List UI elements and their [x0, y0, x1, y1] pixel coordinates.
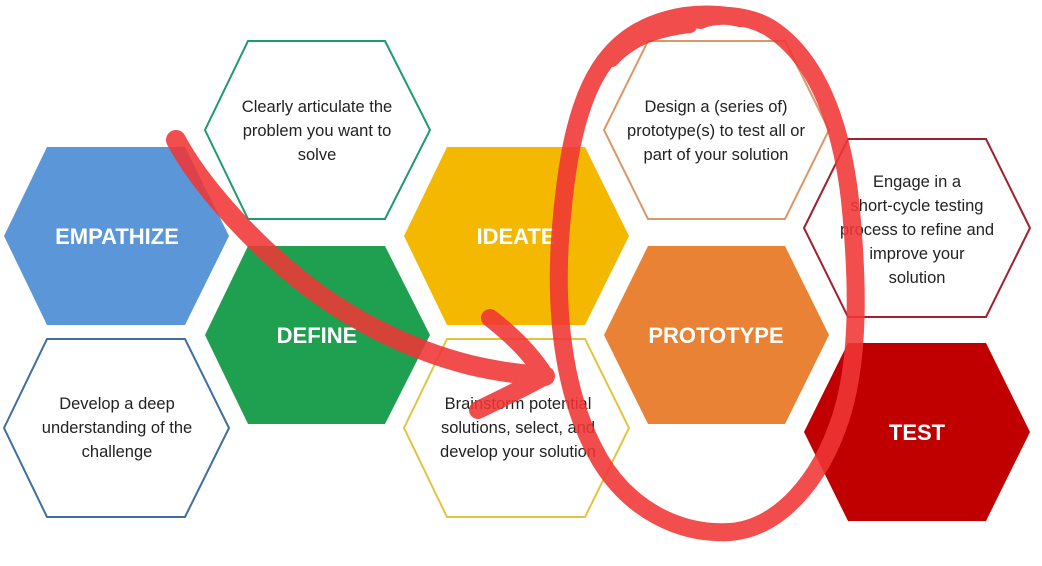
test-label: TEST: [889, 420, 946, 445]
define-description: Clearly articulate the problem you want …: [241, 98, 393, 164]
ideate-label: IDEATE: [476, 224, 555, 249]
ideate-description: Brainstorm potential solutions, select, …: [440, 395, 596, 461]
define-label: DEFINE: [277, 323, 358, 348]
prototype-label: PROTOTYPE: [648, 323, 783, 348]
prototype-description: Design a (series of) prototype(s) to tes…: [627, 98, 805, 164]
test-description: Engage in a short-cycle testing process …: [839, 173, 995, 287]
empathize-label: EMPATHIZE: [55, 224, 179, 249]
empathize-description: Develop a deep understanding of the chal…: [41, 395, 193, 461]
